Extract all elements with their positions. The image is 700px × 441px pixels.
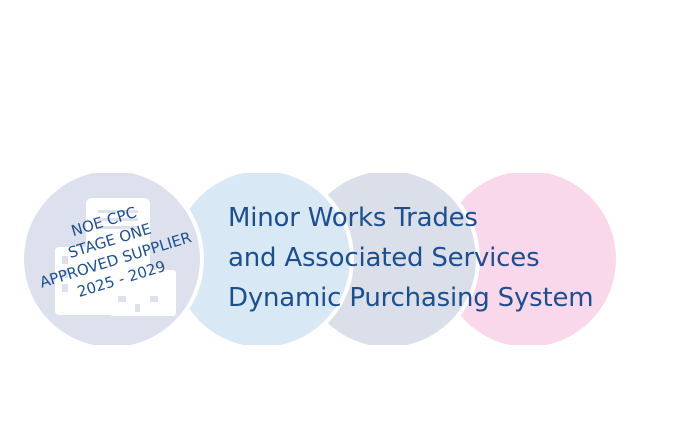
circle-grey (300, 173, 476, 345)
title-line-3: Dynamic Purchasing System (228, 283, 594, 313)
page-title: Minor Works Trades and Associated Servic… (228, 198, 594, 318)
title-line-1: Minor Works Trades (228, 203, 478, 233)
buildings-icon (55, 198, 176, 316)
title-line-2: and Associated Services (228, 243, 540, 273)
circle-pink (440, 173, 616, 345)
circle-light-blue (174, 173, 350, 345)
